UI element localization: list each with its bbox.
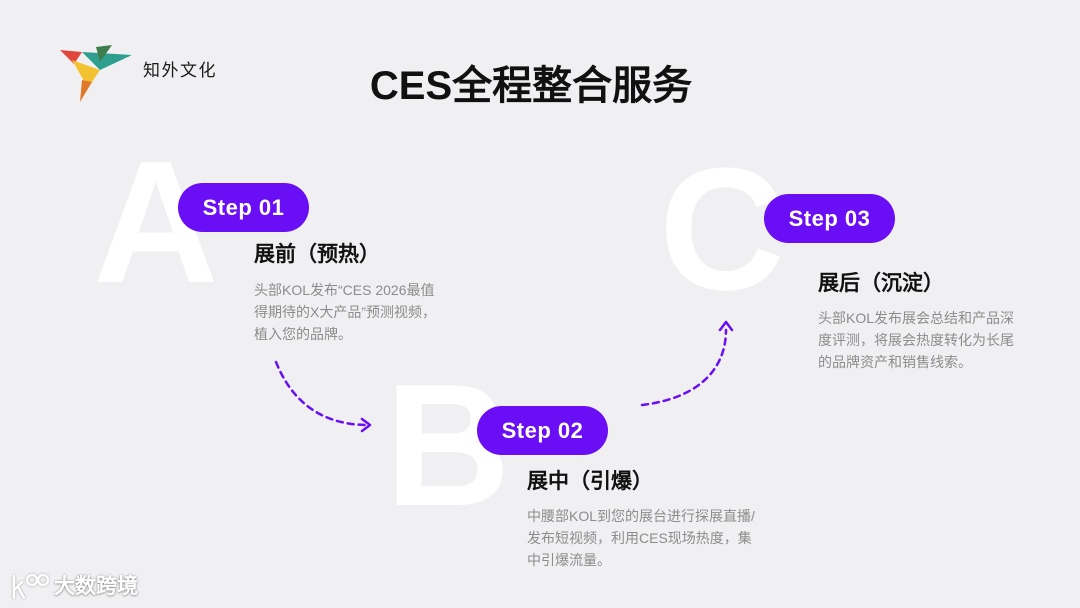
- step-01-description: 头部KOL发布“CES 2026最值 得期待的X大产品”预测视频， 植入您的品牌…: [254, 279, 436, 345]
- big-letter-c: C: [659, 131, 785, 326]
- watermark: 大数跨境: [8, 570, 158, 604]
- step-02-description-line: 中腰部KOL到您的展台进行探展直播/: [527, 508, 755, 524]
- step-02-badge: Step 02: [477, 406, 608, 455]
- logo-green-facet: [96, 45, 112, 62]
- page-title: CES全程整合服务: [369, 64, 693, 108]
- step-01-heading: 展前（预热）: [254, 243, 380, 266]
- logo-yellow-facet: [72, 60, 100, 88]
- step-01-description-line: 植入您的品牌。: [254, 326, 352, 342]
- step-02-description-line: 发布短视频，利用CES现场热度，集: [527, 530, 752, 546]
- connector-arrow-2: [640, 320, 734, 407]
- connector-arrow-2-head: [718, 320, 734, 332]
- step-03-description: 头部KOL发布展会总结和产品深 度评测，将展会热度转化为长尾 的品牌资产和销售线…: [818, 307, 1014, 373]
- logo-teal-facet: [82, 52, 132, 70]
- step-01-description-line: 头部KOL发布“CES 2026最值: [254, 282, 435, 298]
- dashu-logo-icon: [12, 573, 50, 600]
- step-03-description-line: 的品牌资产和销售线索。: [818, 354, 972, 370]
- logo-red-facet: [60, 50, 82, 64]
- step-02-description: 中腰部KOL到您的展台进行探展直播/ 发布短视频，利用CES现场热度，集 中引爆…: [527, 505, 755, 571]
- connector-arrow-1: [274, 360, 372, 433]
- step-03-description-line: 度评测，将展会热度转化为长尾: [818, 332, 1014, 348]
- connector-arrow-1-line: [274, 360, 370, 427]
- watermark-text: 大数跨境: [54, 575, 138, 598]
- step-03-badge: Step 03: [764, 194, 895, 243]
- brand-name: 知外文化: [143, 61, 217, 80]
- step-03-description-line: 头部KOL发布展会总结和产品深: [818, 310, 1015, 326]
- step-01-description-line: 得期待的X大产品”预测视频，: [254, 304, 436, 320]
- logo-orange-facet: [80, 80, 92, 102]
- step-02-heading: 展中（引爆）: [527, 470, 653, 493]
- connector-arrow-2-line: [640, 328, 728, 407]
- origami-bird-logo-icon: [60, 45, 132, 102]
- step-02-description-line: 中引爆流量。: [527, 552, 611, 568]
- step-01-badge: Step 01: [178, 183, 309, 232]
- connector-arrow-1-head: [360, 417, 372, 433]
- step-03-heading: 展后（沉淀）: [818, 272, 944, 295]
